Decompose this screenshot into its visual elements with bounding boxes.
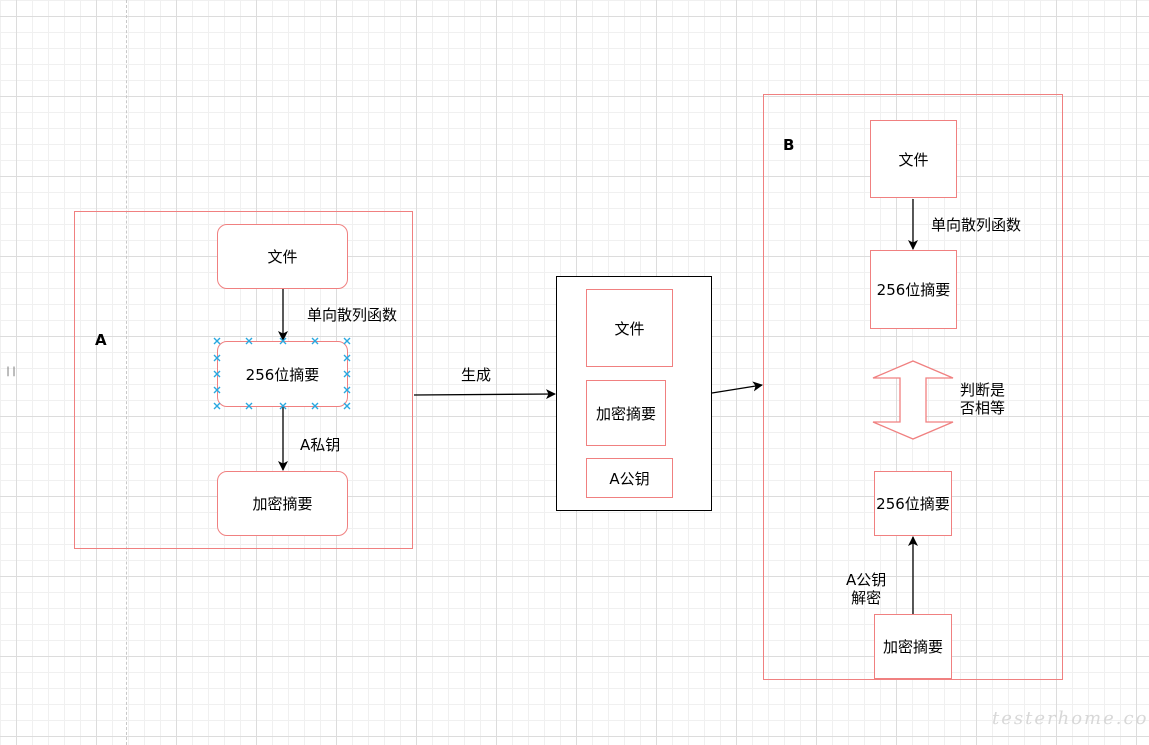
b-digest-top-text: 256位摘要 [876,281,951,299]
b-decrypt-label: A公钥 解密 [846,571,887,607]
selection-handles[interactable] [213,337,351,410]
package-file-node[interactable]: 文件 [586,289,673,367]
a-encrypted-digest-node[interactable]: 加密摘要 [217,471,348,536]
b-hash-func-label: 单向散列函数 [931,216,1022,234]
generate-arrow[interactable] [413,389,556,400]
a-encrypted-digest-text: 加密摘要 [252,495,313,513]
b-encrypted-digest-text: 加密摘要 [882,638,943,656]
b-file-node[interactable]: 文件 [870,120,957,198]
b-encrypted-digest-node[interactable]: 加密摘要 [874,614,952,679]
b-file-text: 文件 [898,150,929,169]
container-a[interactable] [74,211,413,549]
b-digest-bottom-text: 256位摘要 [876,495,950,513]
a-file-text: 文件 [267,248,298,266]
package-encrypted-digest-text: 加密摘要 [595,404,656,423]
generate-label: 生成 [461,366,492,384]
container-b-label: B [783,136,795,154]
package-file-text: 文件 [614,319,645,338]
compare-double-arrow[interactable] [872,360,954,440]
container-a-label: A [95,331,107,349]
container-b[interactable] [763,94,1063,680]
canvas-edge-marker: || [5,366,18,377]
a-digest-text: 256位摘要 [245,365,320,384]
a-file-node[interactable]: 文件 [217,224,348,289]
a-hash-func-label: 单向散列函数 [307,306,398,324]
package-to-b-arrow[interactable] [711,381,763,394]
b-digest-bottom-node[interactable]: 256位摘要 [874,471,952,536]
watermark: testerhome.com [992,708,1149,729]
package-public-key-node[interactable]: A公钥 [586,458,673,498]
package-encrypted-digest-node[interactable]: 加密摘要 [586,380,666,446]
page-break-line [126,0,127,745]
b-digest-top-node[interactable]: 256位摘要 [870,250,957,329]
a-private-key-label: A私钥 [300,436,341,454]
package-public-key-text: A公钥 [609,469,650,488]
b-compare-label: 判断是 否相等 [960,381,1006,417]
